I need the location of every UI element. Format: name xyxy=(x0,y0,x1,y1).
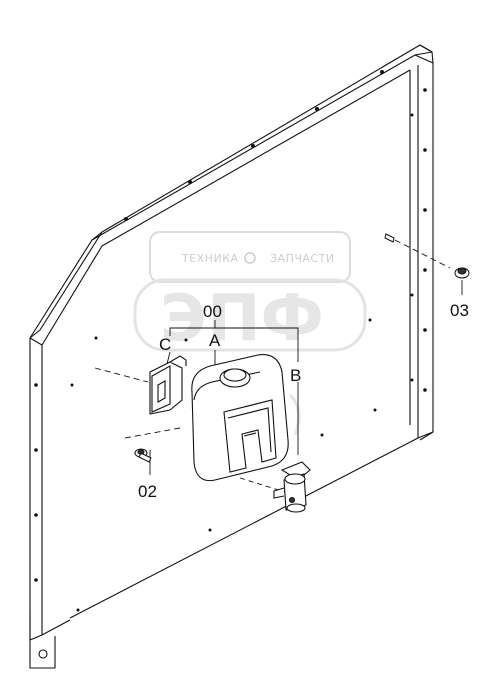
washer-tank xyxy=(191,354,289,482)
watermark-right-word: ЗАПЧАСТИ xyxy=(270,252,335,265)
bolt-part xyxy=(134,448,152,463)
nut-dash-line xyxy=(394,239,451,269)
callout-c: C xyxy=(159,335,171,354)
panel-holes xyxy=(34,70,427,612)
tank-cap-top xyxy=(223,368,247,382)
panel-bottom-edge xyxy=(41,437,419,636)
watermark-left-word: ТЕХНИКА xyxy=(181,252,239,265)
tank-recess xyxy=(223,399,277,473)
bracket-part xyxy=(149,355,187,415)
callout-02: 02 xyxy=(138,482,157,501)
gear-icon xyxy=(244,252,256,264)
callouts: 00 A B C 02 03 xyxy=(138,301,469,501)
panel xyxy=(29,44,434,669)
panel-left-side xyxy=(29,338,43,641)
bolt-dash-line xyxy=(124,427,181,439)
callout-b: B xyxy=(290,366,301,385)
panel-left-top xyxy=(29,337,43,346)
stud xyxy=(384,233,395,243)
callout-00: 00 xyxy=(203,302,222,321)
panel-left-diagonal xyxy=(29,231,103,339)
tab-hole xyxy=(38,649,48,659)
leader-bracket xyxy=(169,327,299,362)
callout-a: A xyxy=(209,331,221,350)
panel-flange-top xyxy=(101,69,411,247)
watermark-pill xyxy=(133,278,367,352)
panel-corner xyxy=(419,44,434,64)
watermark-banner xyxy=(149,231,351,283)
pump-part xyxy=(273,461,311,513)
pump-nozzle xyxy=(273,487,285,499)
panel-bottom-tab xyxy=(29,610,56,669)
callout-03: 03 xyxy=(450,301,469,320)
panel-left-diagonal-inner xyxy=(41,245,103,346)
watermark-logo: ЭПФ xyxy=(160,282,324,356)
nut-part xyxy=(454,267,470,279)
bracket-dash-line xyxy=(94,367,149,383)
panel-right-bottom xyxy=(419,431,434,441)
